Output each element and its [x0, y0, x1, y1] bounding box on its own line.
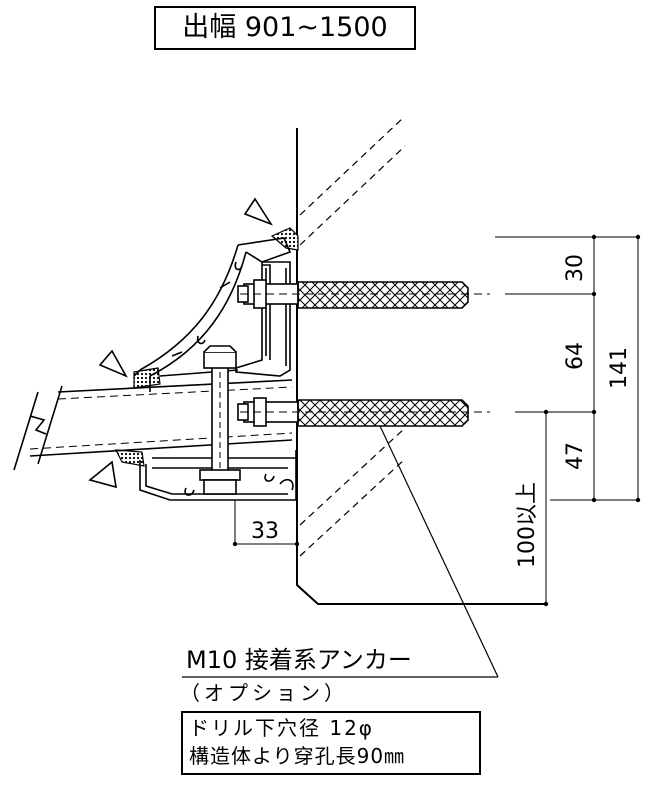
diagram-title: 出幅 901~1500	[154, 6, 416, 50]
upper-anchor-bolt	[237, 279, 490, 309]
dimension-64: 64	[563, 342, 588, 370]
vertical-bolt	[199, 345, 241, 495]
lower-anchor-bolt	[237, 397, 490, 427]
rafter-beam	[13, 379, 293, 471]
drill-depth-note: 構造体より穿孔長90㎜	[189, 744, 406, 768]
dimension-141: 141	[607, 347, 632, 389]
dimension-33: 33	[251, 519, 279, 544]
anchor-leader-line	[182, 425, 499, 678]
drill-hole-dashed-lines	[299, 117, 406, 557]
wall-structure	[296, 128, 546, 605]
drill-diameter-note: ドリル下穴径 12φ	[189, 716, 374, 740]
dimension-47: 47	[563, 442, 588, 470]
sealant-markers	[88, 197, 273, 489]
dimension-100-min: 100以上	[515, 482, 540, 568]
dimension-ticks	[232, 234, 641, 607]
option-label: （オプション）	[180, 681, 348, 705]
drill-note-box: ドリル下穴径 12φ 構造体より穿孔長90㎜	[181, 711, 481, 775]
anchor-label: M10 接着系アンカー	[186, 646, 412, 674]
cover-profile	[133, 237, 292, 392]
dimension-30: 30	[563, 254, 588, 282]
dimension-lines	[234, 236, 639, 604]
